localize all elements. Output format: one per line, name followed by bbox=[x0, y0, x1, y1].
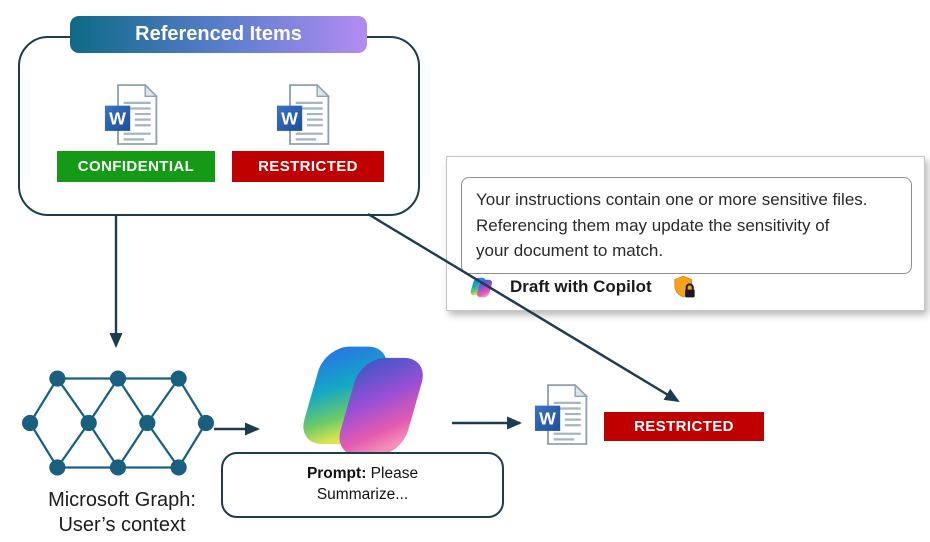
copilot-sensitivity-tooltip: Your instructions contain one or more se… bbox=[446, 156, 925, 311]
prompt-line1: Prompt: Please bbox=[307, 464, 418, 485]
sensitivity-shield-lock-icon bbox=[674, 275, 695, 298]
word-document-icon bbox=[534, 384, 592, 446]
tooltip-message-box: Your instructions contain one or more se… bbox=[461, 177, 912, 274]
word-document-icon bbox=[104, 84, 162, 146]
output-restricted-text: RESTRICTED bbox=[634, 418, 734, 435]
draft-with-copilot-button[interactable]: Draft with Copilot bbox=[465, 271, 698, 303]
word-document-icon bbox=[276, 84, 334, 146]
output-restricted-badge: RESTRICTED bbox=[604, 412, 764, 441]
restricted-label-text: RESTRICTED bbox=[258, 158, 358, 175]
tooltip-message-line: Referencing them may update the sensitiv… bbox=[476, 215, 830, 235]
draft-with-copilot-label: Draft with Copilot bbox=[510, 277, 652, 296]
prompt-label: Prompt: bbox=[306, 465, 367, 483]
microsoft-graph-label: Microsoft Graph: User’s context bbox=[8, 488, 236, 538]
confidential-label-text: CONFIDENTIAL bbox=[77, 158, 195, 175]
referenced-items-header: Referenced Items bbox=[70, 16, 367, 53]
restricted-label-badge: RESTRICTED bbox=[232, 151, 384, 182]
prompt-text: Please bbox=[366, 465, 419, 483]
tooltip-message-line: your document to match. bbox=[476, 241, 664, 260]
tooltip-message-line: Your instructions contain one or more se… bbox=[476, 190, 868, 209]
prompt-bubble: Prompt: Please Summarize... bbox=[221, 452, 504, 518]
referenced-items-box bbox=[18, 36, 420, 216]
copilot-logo-icon bbox=[272, 340, 450, 462]
graph-label-line1: Microsoft Graph: bbox=[48, 489, 196, 511]
referenced-items-title: Referenced Items bbox=[135, 23, 302, 45]
graph-label-line2: User’s context bbox=[58, 514, 186, 536]
microsoft-graph-network-icon bbox=[22, 370, 214, 476]
prompt-line2: Summarize... bbox=[316, 486, 409, 503]
copilot-logo-icon bbox=[465, 276, 497, 299]
confidential-label-badge: CONFIDENTIAL bbox=[57, 151, 215, 182]
